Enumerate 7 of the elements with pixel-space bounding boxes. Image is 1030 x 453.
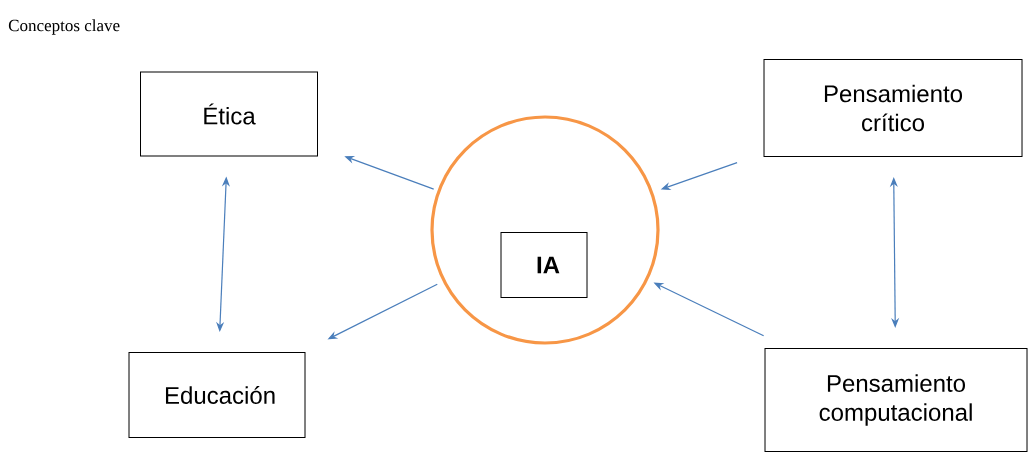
center-box: IA bbox=[500, 232, 588, 298]
concept-box: Pensamiento computacional bbox=[764, 348, 1028, 452]
title: Conceptos clave bbox=[8, 19, 120, 35]
concept-box: Educación bbox=[128, 352, 306, 438]
concept-box: Ética bbox=[140, 71, 318, 157]
concept-box: Pensamiento crítico bbox=[763, 59, 1023, 157]
ring bbox=[430, 115, 660, 345]
